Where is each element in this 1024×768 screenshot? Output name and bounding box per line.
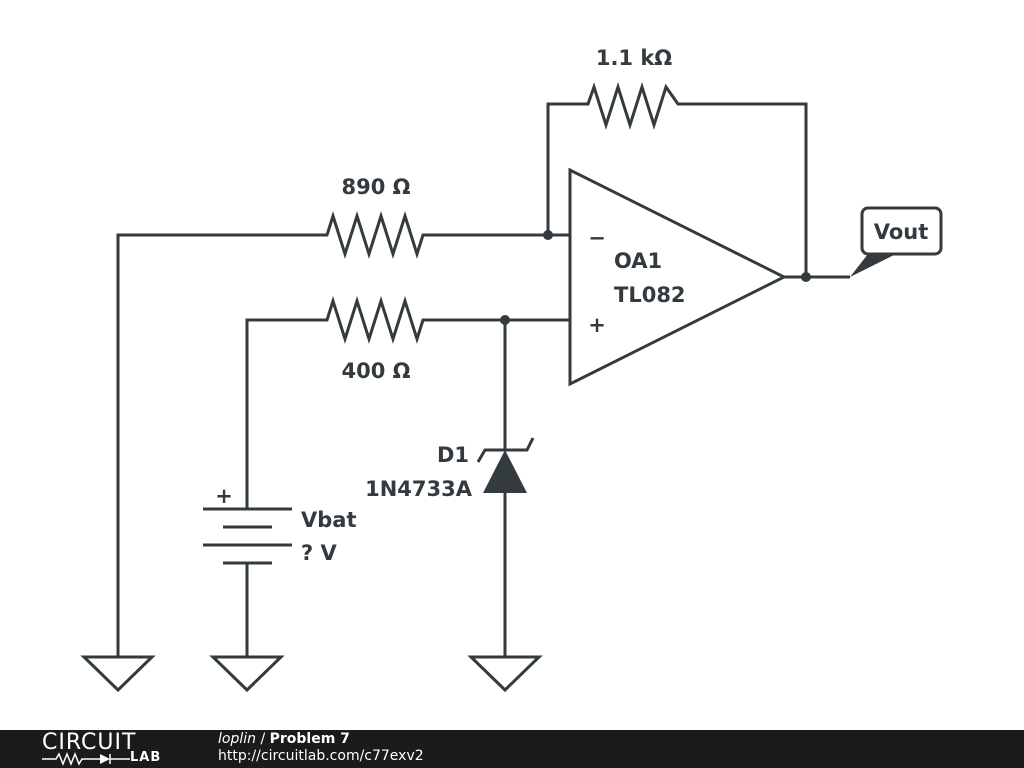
circuit-meta: loplin / Problem 7 http://circuitlab.com… (218, 731, 424, 765)
circuit-title: Problem 7 (269, 731, 350, 747)
zener-diode (476, 320, 535, 657)
input-resistor (116, 211, 570, 657)
opamp-minus-sign: − (588, 226, 606, 250)
junction-node (801, 272, 811, 282)
vout-flag (850, 206, 943, 277)
diode-name: D1 (437, 443, 469, 467)
ground-symbol (80, 655, 156, 693)
battery (203, 507, 292, 657)
opamp (568, 167, 850, 387)
plus-input-resistor-label: 400 Ω (342, 359, 411, 383)
opamp-plus-sign: + (588, 313, 606, 337)
battery-value: ? V (301, 541, 337, 565)
author-link[interactable]: loplin (218, 731, 256, 747)
vout-label: Vout (874, 220, 929, 244)
diode-part: 1N4733A (365, 477, 473, 501)
feedback-resistor-label: 1.1 kΩ (596, 46, 672, 70)
ground-symbol (467, 655, 543, 693)
circuitlab-logo[interactable]: CIRCUIT LAB (42, 732, 172, 766)
plus-input-resistor (245, 296, 570, 509)
feedback-resistor (546, 82, 808, 278)
circuit-url-link[interactable]: http://circuitlab.com/c77exv2 (218, 748, 424, 764)
logo-text-bottom: LAB (130, 750, 162, 765)
input-resistor-label: 890 Ω (342, 175, 411, 199)
battery-plus-sign: + (215, 484, 233, 508)
circuit-schematic: 1.1 kΩ 890 Ω 400 Ω − + OA1 TL082 Vout D1… (80, 46, 943, 693)
title-separator: / (256, 731, 270, 747)
battery-name: Vbat (301, 508, 357, 532)
footer-bar: CIRCUIT LAB loplin / Problem 7 http://ci… (0, 730, 1024, 768)
opamp-part: TL082 (614, 283, 686, 307)
opamp-name: OA1 (614, 249, 662, 273)
resistor-diode-icon (42, 752, 130, 766)
ground-symbol (209, 655, 285, 693)
junction-node (543, 230, 553, 240)
logo-text-top: CIRCUIT (42, 730, 137, 755)
